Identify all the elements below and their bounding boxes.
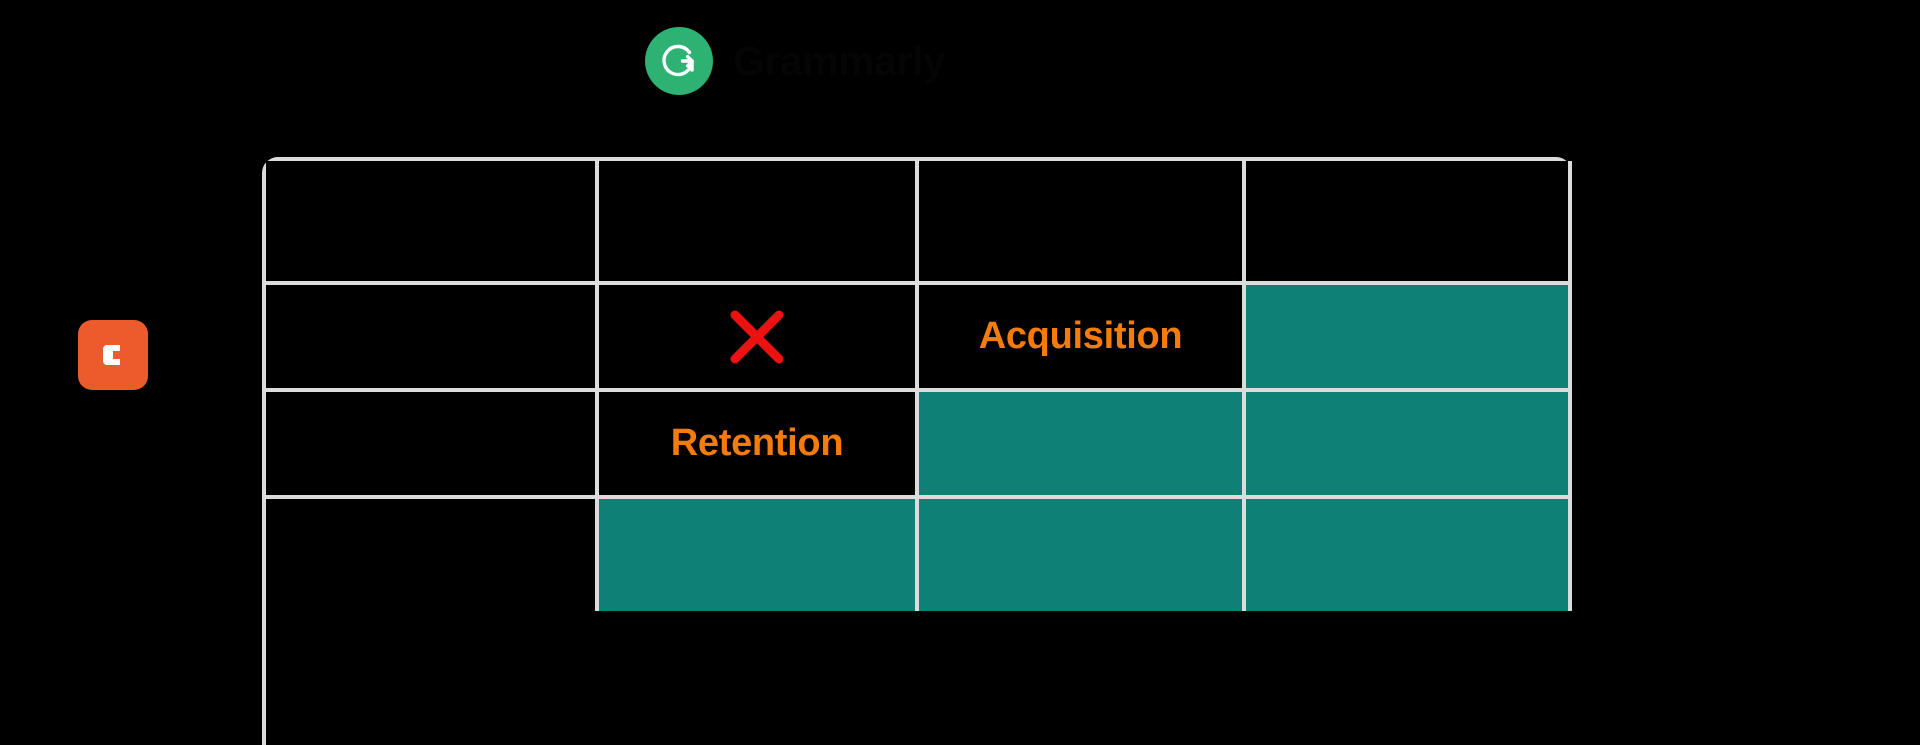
table-cell-filled	[1246, 499, 1572, 611]
brand-wordmark: Grammarly	[733, 37, 946, 84]
table-cell-retention: Retention	[599, 392, 919, 499]
header-cell	[266, 161, 599, 285]
table-row	[266, 499, 1572, 611]
table-row: Acquisition	[266, 285, 1572, 392]
table-cell-filled	[919, 499, 1246, 611]
table-cell-filled	[599, 499, 919, 611]
table-header-row	[266, 161, 1572, 285]
brand-lockup: Grammarly	[645, 27, 946, 95]
table-cell	[266, 499, 599, 611]
table-cell-filled	[919, 392, 1246, 499]
table-cell-cross	[599, 285, 919, 392]
clearscope-c-icon	[78, 320, 148, 390]
acquisition-label: Acquisition	[978, 314, 1183, 357]
header-cell	[919, 161, 1246, 285]
cross-icon	[730, 310, 784, 363]
header-cell	[1246, 161, 1572, 285]
retention-label: Retention	[670, 421, 844, 464]
table-cell-acquisition: Acquisition	[919, 285, 1246, 392]
table-cell-filled	[1246, 392, 1572, 499]
grammarly-g-icon	[645, 27, 713, 95]
comparison-matrix: Acquisition Retention	[262, 157, 1572, 745]
table-row: Retention	[266, 392, 1572, 499]
table-cell	[266, 392, 599, 499]
table-cell-filled	[1246, 285, 1572, 392]
header-cell	[599, 161, 919, 285]
table-cell	[266, 285, 599, 392]
